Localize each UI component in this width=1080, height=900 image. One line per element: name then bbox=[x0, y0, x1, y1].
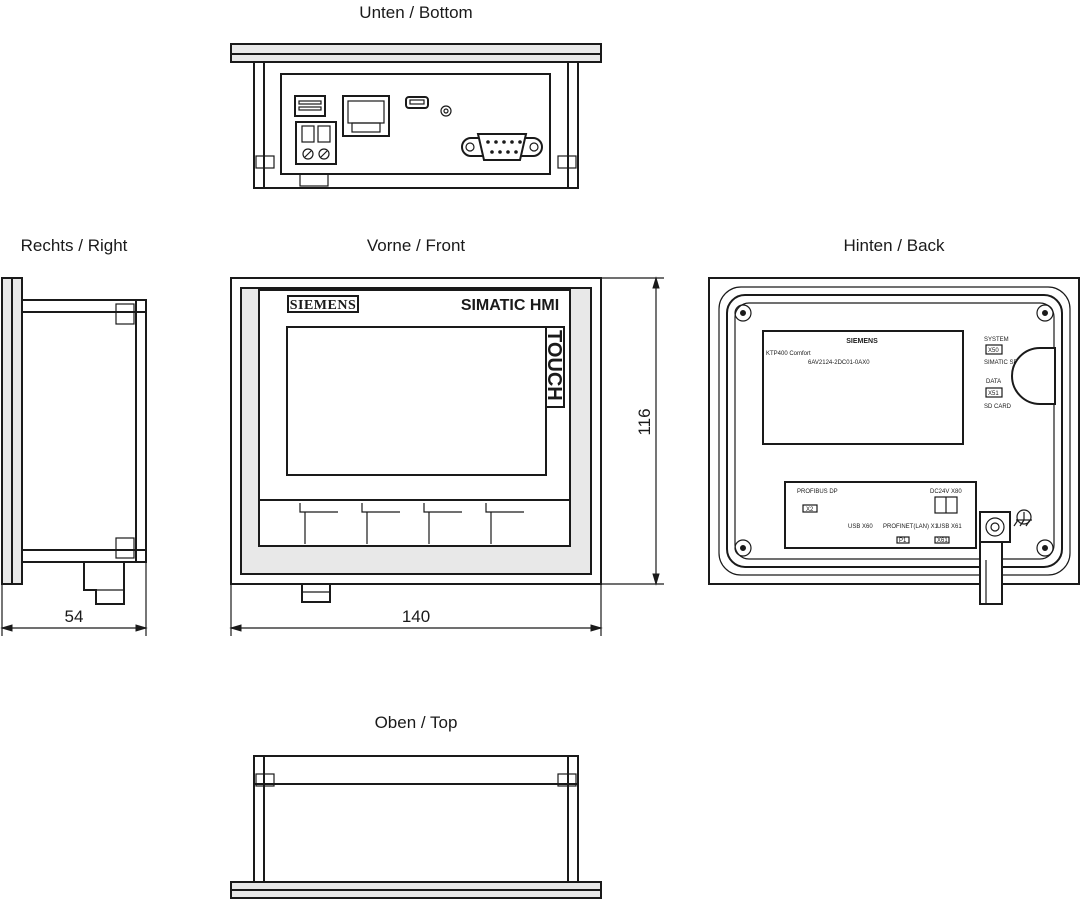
x61-label: X61 bbox=[937, 538, 948, 544]
label-front-view: Vorne / Front bbox=[367, 236, 466, 255]
front-touch-label: TOUCH bbox=[543, 330, 565, 401]
back-bump bbox=[1011, 347, 1056, 405]
usb-x60-label: USB X60 bbox=[848, 524, 873, 530]
top-view bbox=[230, 755, 602, 899]
x51-label: X51 bbox=[988, 391, 999, 397]
ground-screw-icon bbox=[440, 105, 452, 117]
front-product-line: SIMATIC HMI bbox=[461, 297, 559, 314]
label-bottom-view: Unten / Bottom bbox=[359, 3, 472, 22]
back-view: SIEMENS KTP400 Comfort 6AV2124-2DC01-0AX… bbox=[708, 277, 1080, 605]
dimension-depth: 54 bbox=[0, 562, 148, 636]
right-view bbox=[1, 277, 147, 605]
label-right-view: Rechts / Right bbox=[21, 236, 128, 255]
x2-label: X2 bbox=[806, 507, 814, 513]
dimension-width-value: 140 bbox=[402, 607, 430, 626]
power-terminal-icon bbox=[295, 121, 337, 165]
display-screen bbox=[286, 326, 547, 476]
back-corner-screws bbox=[734, 304, 1054, 557]
svg-text:SIEMENS: SIEMENS bbox=[290, 298, 357, 313]
system-label: SYSTEM bbox=[984, 337, 1009, 343]
simatic-sd-label: SIMATIC SD CARD bbox=[984, 360, 1037, 366]
dimension-width: 140 bbox=[229, 584, 603, 636]
bottom-view bbox=[230, 43, 602, 189]
dimension-depth-value: 54 bbox=[65, 607, 84, 626]
dimension-height-value: 116 bbox=[635, 408, 654, 435]
sd-card-label: SD CARD bbox=[984, 404, 1012, 410]
data-label: DATA bbox=[986, 379, 1001, 385]
rj45-port-icon bbox=[342, 95, 390, 137]
front-siemens-logo bbox=[287, 295, 359, 313]
back-model-name: KTP400 Comfort bbox=[766, 351, 811, 357]
profinet-label: PROFINET(LAN) X1 bbox=[883, 524, 939, 530]
dc24v-label: DC24V X80 bbox=[930, 489, 962, 495]
label-top-view: Oben / Top bbox=[375, 713, 458, 732]
ground-symbol-icon bbox=[1013, 509, 1032, 527]
usb-x61-label: USB X61 bbox=[937, 524, 962, 530]
x50-label: X50 bbox=[988, 348, 999, 354]
back-label-plate bbox=[762, 330, 964, 445]
label-back-view: Hinten / Back bbox=[843, 236, 945, 255]
mini-usb-port-icon bbox=[405, 96, 429, 109]
grounding-bracket-icon bbox=[979, 511, 1011, 605]
p1-label: P1 bbox=[899, 538, 907, 544]
back-order-number: 6AV2124-2DC01-0AX0 bbox=[808, 360, 870, 366]
function-key-marks bbox=[299, 503, 524, 544]
front-view: SIEMENS SIMATIC HMI TOUCH bbox=[230, 277, 602, 603]
db9-port-icon bbox=[461, 133, 543, 161]
back-siemens-logo: SIEMENS bbox=[846, 338, 878, 345]
dimension-height: 116 bbox=[601, 276, 664, 586]
profibus-label: PROFIBUS DP bbox=[797, 489, 838, 495]
usb-a-port-icon bbox=[294, 95, 326, 117]
